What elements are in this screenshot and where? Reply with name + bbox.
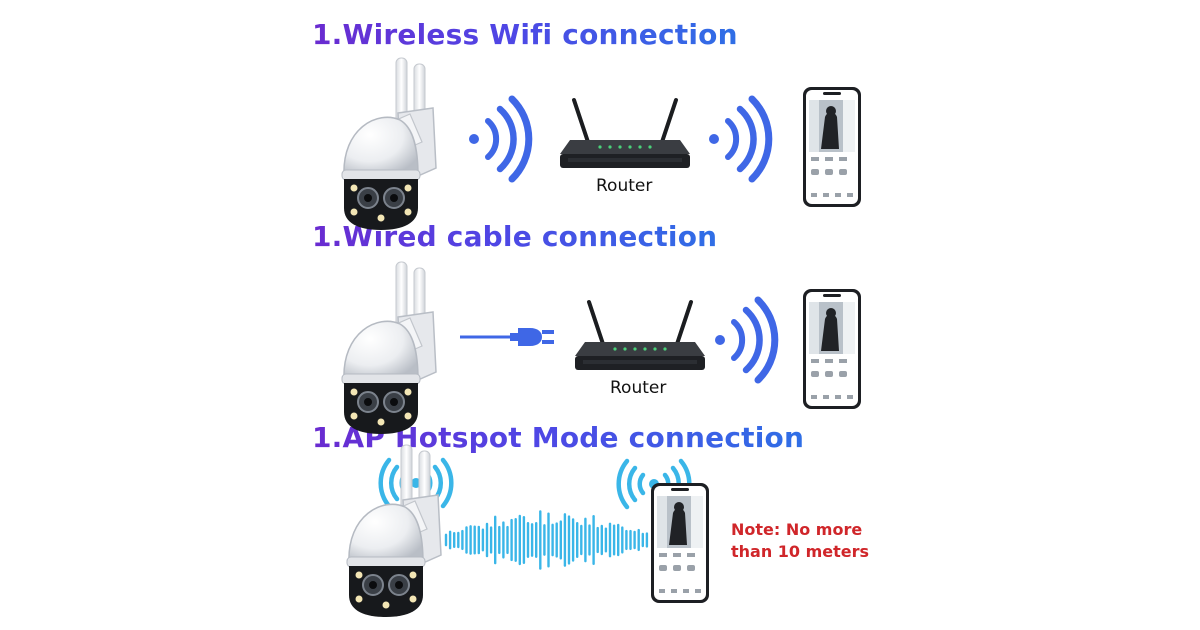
router-label: Router bbox=[596, 176, 653, 196]
distance-note: Note: No more than 10 meters bbox=[731, 519, 869, 563]
note-line-2: than 10 meters bbox=[731, 542, 870, 561]
title-wireless-wifi: 1.Wireless Wifi connection bbox=[312, 18, 738, 51]
wifi-signal-icon bbox=[474, 139, 544, 229]
camera-icon bbox=[341, 261, 437, 435]
wifi-signal-icon bbox=[714, 139, 784, 229]
router-icon bbox=[558, 98, 692, 170]
camera-icon bbox=[341, 57, 437, 231]
camera-icon bbox=[346, 444, 442, 618]
router-label: Router bbox=[610, 378, 667, 398]
smartphone-icon bbox=[651, 483, 709, 603]
wifi-signal-icon bbox=[720, 340, 790, 430]
smartphone-icon bbox=[803, 87, 861, 207]
power-plug-icon bbox=[460, 328, 554, 346]
router-icon bbox=[573, 300, 707, 372]
sound-wave-icon bbox=[444, 510, 649, 570]
note-line-1: Note: No more bbox=[731, 520, 863, 539]
smartphone-icon bbox=[803, 289, 861, 409]
